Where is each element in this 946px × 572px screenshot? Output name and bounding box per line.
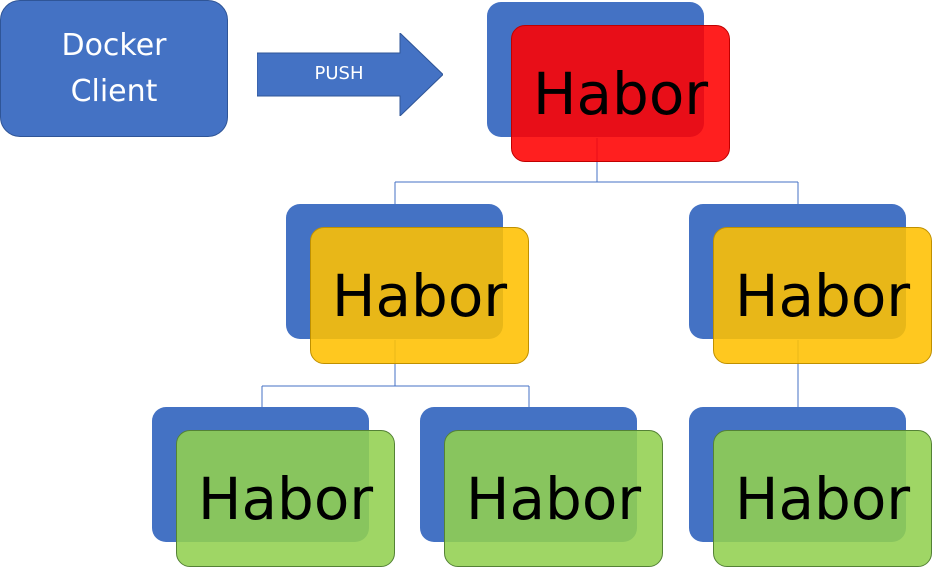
harbor-node-root: Habor bbox=[487, 2, 730, 162]
node-label: Habor bbox=[713, 430, 932, 567]
harbor-node-leaf-2: Habor bbox=[420, 407, 663, 567]
node-label: Habor bbox=[511, 25, 730, 162]
push-label: PUSH bbox=[314, 63, 364, 84]
docker-client-box: Docker Client bbox=[0, 0, 228, 137]
harbor-node-leaf-3: Habor bbox=[689, 407, 932, 567]
docker-client-label-line1: Docker bbox=[61, 27, 167, 63]
node-label: Habor bbox=[310, 227, 529, 364]
node-label: Habor bbox=[176, 430, 395, 567]
harbor-node-mid-left: Habor bbox=[286, 204, 529, 364]
push-arrow-icon bbox=[257, 33, 443, 116]
harbor-node-leaf-1: Habor bbox=[152, 407, 395, 567]
docker-client-label-line2: Client bbox=[70, 73, 158, 109]
node-label: Habor bbox=[444, 430, 663, 567]
node-label: Habor bbox=[713, 227, 932, 364]
harbor-node-mid-right: Habor bbox=[689, 204, 932, 364]
